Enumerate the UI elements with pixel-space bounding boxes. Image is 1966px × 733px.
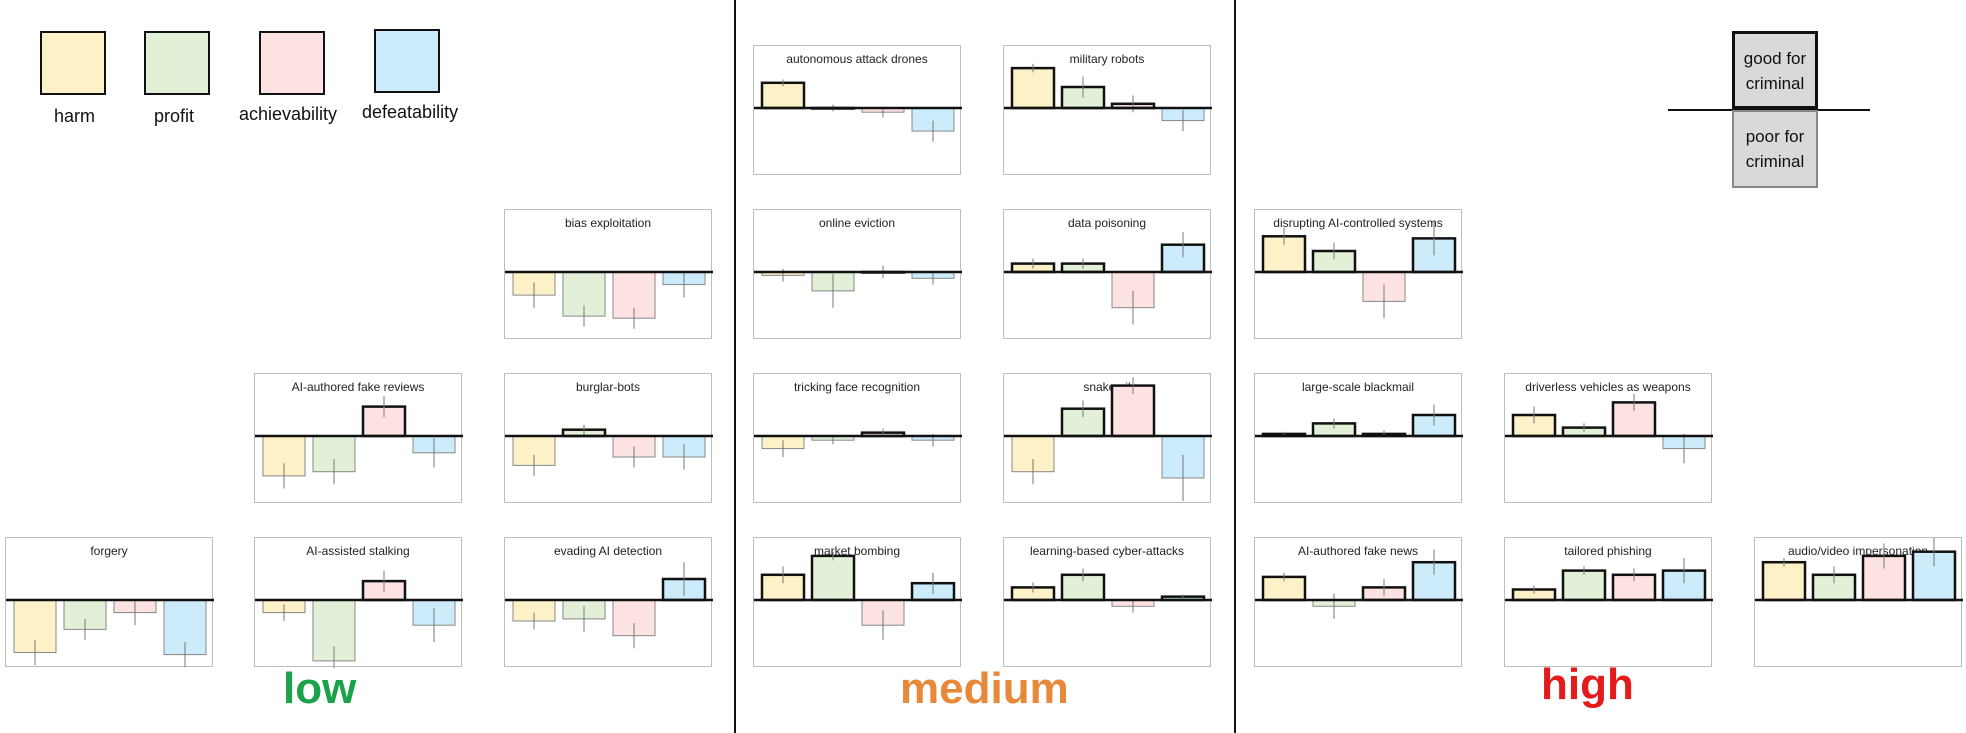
legend-label-defeatability: defeatability xyxy=(362,102,459,122)
panel-title: large-scale blackmail xyxy=(1301,380,1415,394)
panel-title: military robots xyxy=(1069,52,1145,66)
panel-title: burglar-bots xyxy=(575,380,641,394)
panel-plot xyxy=(1255,221,1463,319)
level-label-medium: medium xyxy=(900,664,1069,713)
bar-harm xyxy=(1761,560,1807,602)
bar-harm xyxy=(1010,66,1056,110)
panel-title: AI-assisted stalking xyxy=(306,544,410,558)
panel-snake-oil: snake oil xyxy=(1003,373,1212,503)
poor-for-criminal-label: poor for criminal xyxy=(1745,127,1805,171)
panel-title: tailored phishing xyxy=(1564,544,1652,558)
legend-label-profit: profit xyxy=(154,106,195,126)
panel-plot xyxy=(505,424,713,476)
panel-plot xyxy=(1004,568,1212,613)
panel-learning-based-cyber-attacks: learning-based cyber-attacks xyxy=(1003,537,1212,667)
panel-title: evading AI detection xyxy=(553,544,663,558)
panel-audio-video-impersonation: audio/video impersonation xyxy=(1754,537,1963,667)
panel-plot xyxy=(754,551,962,640)
panel-ai-authored-fake-news: AI-authored fake news xyxy=(1254,537,1463,667)
bar-profit xyxy=(1561,569,1607,602)
panel-plot xyxy=(1255,404,1463,438)
poor-for-criminal-box: poor for criminal xyxy=(1732,110,1818,188)
panel-title: audio/video impersonation xyxy=(1787,544,1929,558)
bar-profit xyxy=(810,554,856,602)
panel-title: driverless vehicles as weapons xyxy=(1525,380,1691,394)
good-for-criminal-box: good for criminal xyxy=(1732,31,1818,109)
legend-swatch-defeatability xyxy=(374,29,440,93)
legend-swatch-harm xyxy=(40,31,106,95)
panel-plot xyxy=(754,428,962,457)
panel-disrupting-ai-controlled-systems: disrupting AI-controlled systems xyxy=(1254,209,1463,339)
panel-bias-exploitation: bias exploitation xyxy=(504,209,713,339)
panel-plot xyxy=(754,79,962,142)
panel-market-bombing: market bombing xyxy=(753,537,962,667)
divider-medium-high xyxy=(1234,0,1236,733)
panel-title: online eviction xyxy=(818,216,896,230)
panel-title: market bombing xyxy=(813,544,901,558)
panel-plot xyxy=(6,598,214,668)
legend-label-achievability: achievability xyxy=(239,104,338,124)
panel-title: AI-authored fake news xyxy=(1297,544,1419,558)
panel-autonomous-attack-drones: autonomous attack drones xyxy=(753,45,962,175)
bar-harm xyxy=(760,81,806,110)
bar-achievability xyxy=(1110,384,1156,438)
panel-title: learning-based cyber-attacks xyxy=(1029,544,1185,558)
panel-title: forgery xyxy=(90,544,128,558)
level-label-low: low xyxy=(283,664,357,713)
panel-plot xyxy=(1505,394,1713,464)
panel-title: data poisoning xyxy=(1067,216,1147,230)
panel-title: bias exploitation xyxy=(564,216,652,230)
panel-plot xyxy=(1004,63,1212,132)
panel-burglar-bots: burglar-bots xyxy=(504,373,713,503)
panel-title: disrupting AI-controlled systems xyxy=(1273,216,1443,230)
panel-plot xyxy=(255,570,463,668)
legend-swatch-achievability xyxy=(259,31,325,95)
level-label-high: high xyxy=(1541,660,1634,709)
panel-plot xyxy=(255,396,463,489)
panel-plot xyxy=(1505,558,1713,602)
panel-forgery: forgery xyxy=(5,537,214,668)
good-for-criminal-label: good for criminal xyxy=(1743,49,1807,93)
panel-large-scale-blackmail: large-scale blackmail xyxy=(1254,373,1463,503)
panel-evading-ai-detection: evading AI detection xyxy=(504,537,713,667)
panel-plot xyxy=(505,562,713,649)
panel-ai-assisted-stalking: AI-assisted stalking xyxy=(254,537,463,668)
panel-plot xyxy=(1755,538,1963,602)
panel-ai-authored-fake-reviews: AI-authored fake reviews xyxy=(254,373,463,503)
legend-swatch-profit xyxy=(144,31,210,95)
panel-tailored-phishing: tailored phishing xyxy=(1504,537,1713,667)
panel-driverless-vehicles-as-weapons: driverless vehicles as weapons xyxy=(1504,373,1713,503)
panel-plot xyxy=(1255,549,1463,619)
panel-title: autonomous attack drones xyxy=(786,52,928,66)
panel-title: AI-authored fake reviews xyxy=(291,380,425,394)
panel-online-eviction: online eviction xyxy=(753,209,962,339)
panel-title: tricking face recognition xyxy=(793,380,921,394)
panel-plot xyxy=(1004,377,1212,502)
panel-military-robots: military robots xyxy=(1003,45,1212,175)
divider-low-medium xyxy=(734,0,736,733)
panel-tricking-face-recognition: tricking face recognition xyxy=(753,373,962,503)
panel-plot xyxy=(505,270,713,329)
legend-label-harm: harm xyxy=(54,106,96,126)
panel-data-poisoning: data poisoning xyxy=(1003,209,1212,339)
panel-plot xyxy=(754,265,962,308)
panel-plot xyxy=(1004,232,1212,325)
